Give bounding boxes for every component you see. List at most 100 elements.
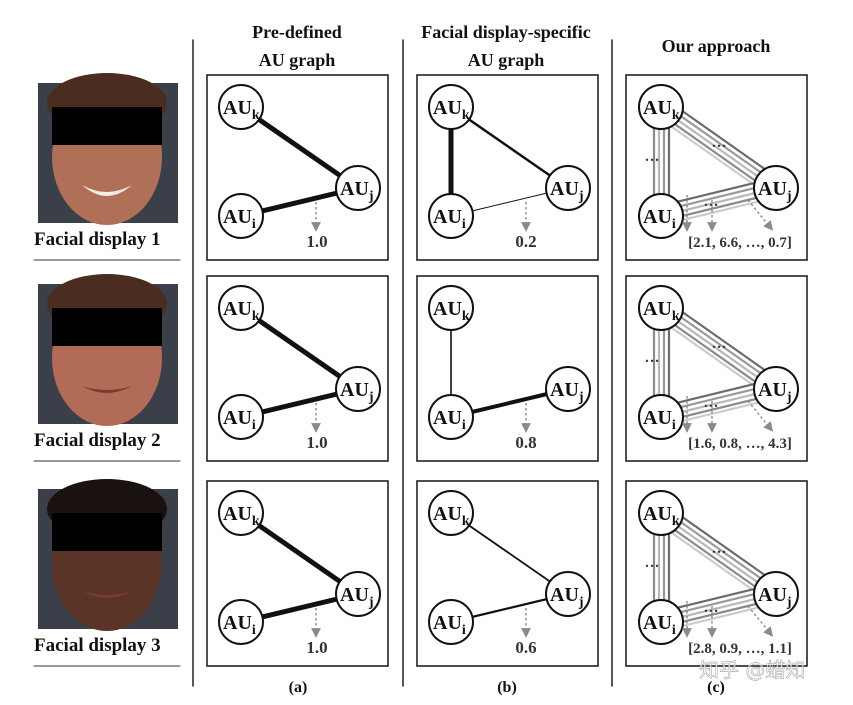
node-label-sub: j [368, 595, 374, 610]
multi-edge-k-j [656, 311, 774, 396]
node-label-sub: j [368, 390, 374, 405]
face-photo [38, 73, 178, 225]
multi-edge-k-j [662, 508, 780, 592]
node-label-sub: i [462, 623, 466, 638]
multi-edge-k-j [665, 504, 783, 588]
au-node-i: AUi [218, 599, 264, 645]
multi-edge-k-j [656, 516, 774, 601]
node-label: AUk [433, 298, 470, 324]
watermark: 知乎 @蜡知 [699, 658, 805, 682]
edge-weight: 1.0 [306, 232, 327, 251]
multi-edge-k-j [662, 102, 780, 186]
au-node-i: AUi [218, 394, 264, 440]
node-circle [428, 490, 474, 536]
dots-k-j: … [712, 336, 727, 352]
node-label: AUj [340, 379, 374, 405]
node-circle [638, 599, 684, 645]
edge-k-j [449, 105, 570, 190]
node-label: AUi [223, 206, 256, 232]
node-label-base: AU [433, 97, 462, 119]
node-circle [753, 571, 799, 617]
au-node-k: AUk [638, 84, 684, 130]
node-label-sub: k [672, 108, 680, 123]
edge-feature-vector: [2.1, 6.6, …, 0.7] [688, 235, 792, 251]
node-circle [753, 165, 799, 211]
dots-i-j: … [704, 600, 719, 616]
au-node-j: AUj [335, 366, 381, 412]
node-label-base: AU [223, 97, 252, 119]
au-node-j: AUj [335, 165, 381, 211]
node-circle [335, 165, 381, 211]
node-label-sub: k [672, 309, 680, 324]
subcaption-a: (a) [289, 679, 308, 696]
node-label: AUi [433, 407, 466, 433]
row-1: Facial display 1AUkAUjAUi1.0AUkAUjAUi0.2… [33, 73, 808, 261]
node-label-base: AU [550, 178, 579, 200]
node-label: AUj [340, 584, 374, 610]
node-label-sub: j [578, 390, 584, 405]
node-circle [638, 394, 684, 440]
node-label-base: AU [433, 298, 462, 320]
node-circle [218, 285, 264, 331]
node-label: AUi [643, 206, 676, 232]
node-label: AUi [433, 612, 466, 638]
au-node-k: AUk [638, 490, 684, 536]
au-node-j: AUj [545, 165, 591, 211]
node-label-sub: i [252, 623, 256, 638]
node-label-base: AU [223, 612, 252, 634]
node-circle [638, 490, 684, 536]
multi-edge-k-j [659, 106, 777, 190]
node-label: AUj [550, 584, 584, 610]
node-circle [428, 285, 474, 331]
node-circle [638, 193, 684, 239]
node-circle [638, 285, 684, 331]
node-label-base: AU [433, 503, 462, 525]
vector-arrow [747, 605, 774, 637]
au-node-k: AUk [218, 490, 264, 536]
node-label-sub: i [672, 418, 676, 433]
header-c: Our approach [662, 36, 771, 56]
au-node-i: AUi [638, 193, 684, 239]
dots-k-j: … [712, 541, 727, 557]
face-photo [38, 479, 178, 631]
node-label-base: AU [758, 178, 787, 200]
node-label-base: AU [433, 612, 462, 634]
node-label-base: AU [340, 584, 369, 606]
face-photo [38, 274, 178, 426]
node-label-base: AU [223, 407, 252, 429]
node-label-sub: j [786, 595, 792, 610]
node-circle [335, 366, 381, 412]
node-label-base: AU [758, 584, 787, 606]
au-node-k: AUk [428, 285, 474, 331]
node-label-sub: k [252, 108, 260, 123]
node-circle [428, 394, 474, 440]
node-label-base: AU [223, 298, 252, 320]
node-circle [218, 599, 264, 645]
header-a-line1: Pre-defined [252, 22, 342, 42]
node-label-sub: i [252, 217, 256, 232]
node-label-base: AU [433, 407, 462, 429]
header-b-line1: Facial display-specific [421, 22, 591, 42]
node-label: AUk [433, 97, 470, 123]
node-circle [218, 84, 264, 130]
node-circle [753, 366, 799, 412]
node-circle [218, 490, 264, 536]
node-circle [335, 571, 381, 617]
node-label-sub: j [786, 189, 792, 204]
node-label: AUk [643, 97, 680, 123]
edge-k-j [238, 305, 361, 392]
node-circle [428, 599, 474, 645]
eye-censor-bar [52, 513, 162, 551]
node-label: AUj [758, 584, 792, 610]
au-node-k: AUk [218, 285, 264, 331]
node-label: AUk [433, 503, 470, 529]
node-label-base: AU [550, 584, 579, 606]
node-label-base: AU [643, 503, 672, 525]
subcaption-c: (c) [707, 679, 725, 696]
au-node-i: AUi [428, 193, 474, 239]
